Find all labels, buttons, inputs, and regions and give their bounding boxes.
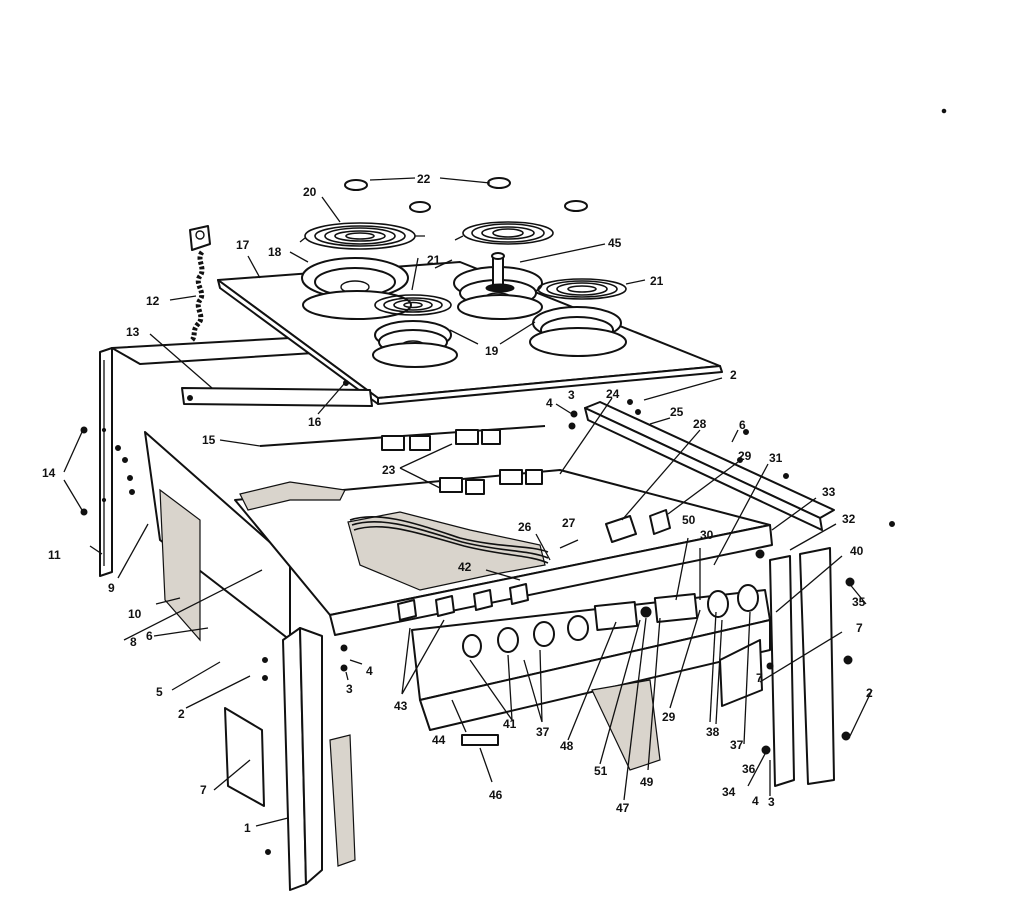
- label-31: 31: [769, 451, 783, 465]
- label-16: 16: [308, 415, 322, 429]
- label-3b: 3: [346, 682, 353, 696]
- label-30: 30: [700, 528, 714, 542]
- label-6b: 6: [146, 629, 153, 643]
- label-17: 17: [236, 238, 250, 252]
- label-9: 9: [108, 581, 115, 595]
- burner-caps: [344, 177, 588, 213]
- front-trim-rail: [181, 387, 373, 407]
- label-23: 23: [382, 463, 396, 477]
- small-panel-left: [224, 707, 265, 807]
- label-24: 24: [606, 387, 620, 401]
- label-38: 38: [706, 725, 720, 739]
- clock-timer: [593, 592, 699, 632]
- label-41: 41: [503, 717, 517, 731]
- infinite-switches: [381, 429, 543, 495]
- label-26: 26: [518, 520, 532, 534]
- fasteners: [80, 399, 895, 855]
- label-48: 48: [560, 739, 574, 753]
- label-3a: 3: [568, 388, 575, 402]
- label-45: 45: [608, 236, 622, 250]
- stray-dot: [941, 108, 947, 114]
- label-4b: 4: [366, 664, 373, 678]
- terminal-block-cord: [189, 225, 211, 342]
- label-47: 47: [616, 801, 630, 815]
- right-trim-panel: [719, 639, 763, 707]
- label-8: 8: [130, 635, 137, 649]
- label-42: 42: [458, 560, 472, 574]
- label-4c: 4: [752, 794, 759, 808]
- rotary-switches: [397, 583, 529, 621]
- label-7b: 7: [756, 671, 763, 685]
- label-14: 14: [42, 466, 56, 480]
- center-post: [492, 255, 504, 287]
- surface-unit-mid-right: [537, 278, 627, 300]
- label-46: 46: [489, 788, 503, 802]
- label-43: 43: [394, 699, 408, 713]
- left-side-panel: [99, 347, 113, 577]
- label-25: 25: [670, 405, 684, 419]
- label-32: 32: [842, 512, 856, 526]
- label-18: 18: [268, 245, 282, 259]
- label-40: 40: [850, 544, 864, 558]
- label-2c: 2: [178, 707, 185, 721]
- label-44: 44: [432, 733, 446, 747]
- label-15: 15: [202, 433, 216, 447]
- label-4a: 4: [546, 396, 553, 410]
- label-5: 5: [156, 685, 163, 699]
- label-2a: 2: [730, 368, 737, 382]
- label-22: 22: [417, 172, 431, 186]
- surface-unit-top-right: [454, 221, 554, 245]
- indicator-bracket: [461, 734, 499, 746]
- label-1: 1: [244, 821, 251, 835]
- label-36: 36: [742, 762, 756, 776]
- label-21b: 21: [650, 274, 664, 288]
- label-6a: 6: [739, 418, 746, 432]
- label-21a: 21: [427, 253, 441, 267]
- drip-pan-left-rear: [301, 257, 412, 320]
- part-labels: 22 20 17 18 21 45 21 12 13 19 2 16 3 24 …: [42, 172, 873, 835]
- label-33: 33: [822, 485, 836, 499]
- drip-pan-right-front: [529, 306, 627, 357]
- label-28: 28: [693, 417, 707, 431]
- label-7a: 7: [856, 621, 863, 635]
- label-7c: 7: [200, 783, 207, 797]
- label-51: 51: [594, 764, 608, 778]
- label-49: 49: [640, 775, 654, 789]
- label-11: 11: [48, 548, 61, 562]
- control-knobs-front: [462, 584, 759, 658]
- label-29a: 29: [738, 449, 752, 463]
- label-3c: 3: [768, 795, 775, 809]
- label-50: 50: [682, 513, 696, 527]
- label-19: 19: [485, 344, 499, 358]
- label-37b: 37: [730, 738, 744, 752]
- label-27: 27: [562, 516, 576, 530]
- label-35: 35: [852, 595, 866, 609]
- label-37a: 37: [536, 725, 550, 739]
- label-20: 20: [303, 185, 317, 199]
- label-2b: 2: [866, 686, 873, 700]
- label-13: 13: [126, 325, 140, 339]
- label-12: 12: [146, 294, 160, 308]
- surface-unit-mid-left: [374, 294, 452, 316]
- selector-switches-right: [605, 509, 671, 543]
- surface-unit-top-left: [299, 222, 425, 250]
- leader-lines: [63, 177, 873, 827]
- label-10: 10: [128, 607, 142, 621]
- label-34: 34: [722, 785, 736, 799]
- drip-pan-left-front: [372, 320, 458, 368]
- label-29b: 29: [662, 710, 676, 724]
